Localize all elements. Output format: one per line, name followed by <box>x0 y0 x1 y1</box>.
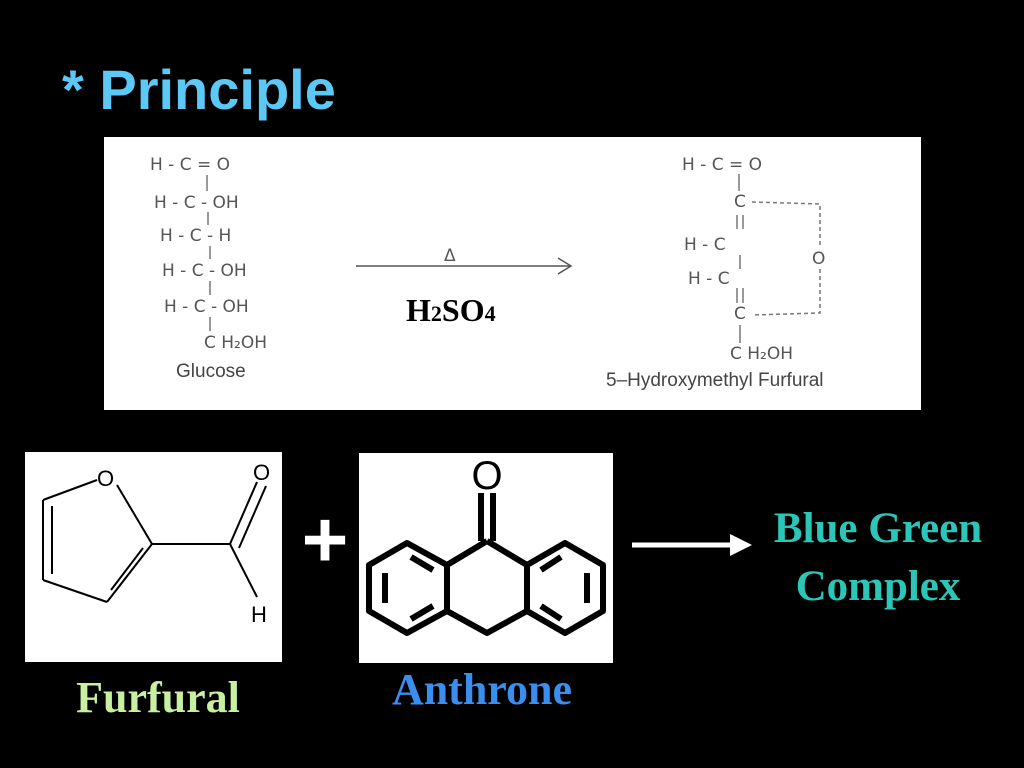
slide-title: * Principle <box>62 58 336 121</box>
reagent-sub-2: 2 <box>430 301 442 326</box>
reagent-sub-4: 4 <box>484 301 496 326</box>
hmf-ring-oxygen: O <box>812 249 825 269</box>
furfural-label: Furfural <box>76 673 240 722</box>
hmf-row-6: C H₂OH <box>730 344 793 364</box>
delta-symbol: Δ <box>444 246 456 266</box>
hmf-row-1: H - C = O <box>682 155 762 175</box>
glucose-row-2: H - C - OH <box>154 193 239 213</box>
furfural-hydrogen: H <box>251 602 267 627</box>
anthrone-structure-box: O <box>359 453 613 663</box>
product-label: Blue Green Complex <box>740 500 1016 616</box>
furfural-structure-box: O O H <box>25 452 282 662</box>
product-line-1: Blue Green <box>773 505 983 552</box>
reagent-label: H2SO4 <box>406 292 496 329</box>
furfural-ring-oxygen: O <box>97 466 114 491</box>
product-line-2: Complex <box>795 563 961 610</box>
hmf-caption: 5–Hydroxymethyl Furfural <box>606 370 824 391</box>
glucose-caption: Glucose <box>176 361 246 382</box>
reagent-so: SO <box>441 292 485 328</box>
furfural-carbonyl-oxygen: O <box>253 460 270 485</box>
glucose-row-4: H - C - OH <box>162 261 247 281</box>
furfural-structure: O O H <box>42 460 270 627</box>
reaction-arrow <box>356 257 573 275</box>
hmf-row-2: C <box>734 192 746 212</box>
hmf-row-5: C <box>734 304 746 324</box>
reaction-panel: H - C = O H - C - OH H - C - H H - C - O… <box>104 137 921 410</box>
plus-sign: + <box>301 495 349 584</box>
anthrone-structure: O <box>366 454 606 636</box>
glucose-backbone-bonds <box>206 175 211 331</box>
glucose-row-6: C H₂OH <box>204 333 267 353</box>
hmf-bonds <box>736 174 821 343</box>
glucose-row-5: H - C - OH <box>164 297 249 317</box>
anthrone-oxygen: O <box>471 454 502 498</box>
anthrone-label: Anthrone <box>391 665 573 714</box>
hmf-row-4: H - C <box>688 269 730 289</box>
glucose-row-1: H - C = O <box>150 155 230 175</box>
reagent-h: H <box>406 292 431 328</box>
product-arrow <box>632 534 752 556</box>
hmf-row-3: H - C <box>684 235 726 255</box>
reaction-diagram: H - C = O H - C - OH H - C - H H - C - O… <box>150 155 825 391</box>
glucose-row-3: H - C - H <box>160 226 231 246</box>
